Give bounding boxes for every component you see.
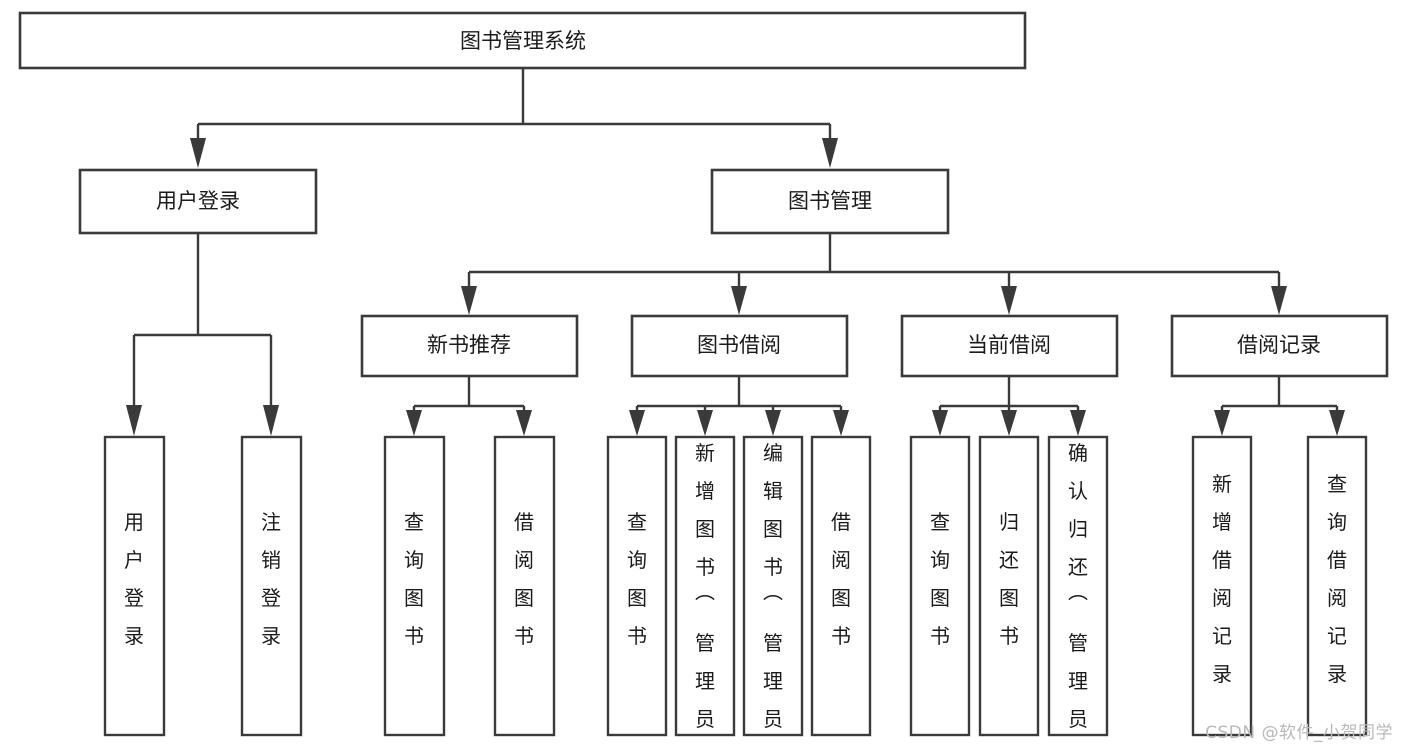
arrowhead-leaf-bookborrow-4 [833,410,849,436]
leaf-query-borrow-record-box[interactable] [1306,435,1368,737]
leaf-query-book-1-label: 查询图书 [404,510,424,648]
leaf-edit-book-box[interactable] [742,435,804,737]
connector-group-bookmgmt [461,233,1287,315]
leaf-query-book-2-box[interactable] [606,435,668,737]
leaf-query-book-3-box[interactable] [909,435,971,737]
leaf-borrow-book-2-box[interactable] [810,435,872,737]
arrowhead-leaf-bookborrow-3 [765,410,781,436]
leaf-add-borrow-record-box[interactable] [1191,435,1253,737]
arrowhead-leaf-newbook-2 [516,410,532,436]
leaf-add-borrow-record-label: 新增借阅记录 [1212,472,1232,686]
node-user-login-box[interactable] [78,168,318,235]
leaf-borrow-book-1-label: 借阅图书 [514,510,534,648]
leaf-query-book-3-label: 查询图书 [930,510,950,648]
connector-group-borrowrecord [1214,376,1345,436]
arrowhead-leaf-newbook-1 [406,410,422,436]
connector-group-bookborrow [629,376,849,436]
node-user-login[interactable]: 用户登录 [78,168,318,235]
leaf-borrow-book-2-label: 借阅图书 [831,510,851,648]
leaf-add-book-label: 新增图书⌒管理员⌄ [695,441,715,747]
node-book-management[interactable]: 图书管理 [710,168,950,235]
leaf-node[interactable]: 注销登录 [240,435,303,737]
leaf-node[interactable]: 查询借阅记录 [1306,435,1368,737]
leaf-borrow-book-1-box[interactable] [493,435,556,737]
node-book-borrow[interactable]: 图书借阅 [630,314,849,378]
leaf-add-book-box[interactable] [674,435,736,737]
node-new-book-recommend-box[interactable] [360,314,579,378]
node-current-borrow[interactable]: 当前借阅 [900,314,1119,378]
leaf-node[interactable]: 确认归还⌒管理员⌄ [1047,435,1109,747]
node-current-borrow-box[interactable] [900,314,1119,378]
leaf-return-book-label: 归还图书 [999,510,1019,648]
leaf-node[interactable]: 用户登录 [103,435,166,737]
leaf-node[interactable]: 编辑图书⌒管理员⌄ [742,435,804,747]
arrowhead-leaf-currentborrow-2 [1001,410,1017,436]
connector-group-root [190,68,838,168]
node-borrow-record-box[interactable] [1170,314,1389,378]
node-root-label: 图书管理系统 [460,29,586,53]
node-book-management-box[interactable] [710,168,950,235]
arrowhead-leaf-currentborrow-3 [1070,410,1086,436]
leaf-query-book-1-box[interactable] [383,435,446,737]
leaf-return-book-box[interactable] [978,435,1040,737]
leaf-edit-book-label: 编辑图书⌒管理员⌄ [763,441,783,747]
arrowhead-leaf-user-login-1 [126,405,142,436]
node-borrow-record-label: 借阅记录 [1237,333,1321,357]
leaf-node[interactable]: 借阅图书 [810,435,872,737]
node-book-management-label: 图书管理 [788,189,872,213]
arrowhead-bookborrow [731,286,747,315]
arrowhead-leaf-borrowrecord-2 [1329,410,1345,436]
node-book-borrow-box[interactable] [630,314,849,378]
leaf-node[interactable]: 归还图书 [978,435,1040,737]
connector-group-newbook [406,376,532,436]
leaf-node[interactable]: 借阅图书 [493,435,556,737]
node-user-login-label: 用户登录 [156,189,240,213]
leaf-node[interactable]: 查询图书 [909,435,971,737]
node-root[interactable]: 图书管理系统 [18,11,1027,70]
node-new-book-recommend-label: 新书推荐 [427,333,511,357]
arrowhead-currentborrow [1001,286,1017,315]
node-current-borrow-label: 当前借阅 [967,333,1051,357]
arrowhead-bookmgmt [822,138,838,168]
arrowhead-leaf-bookborrow-2 [697,410,713,436]
leaf-node[interactable]: 查询图书 [606,435,668,737]
leaf-query-book-2-label: 查询图书 [627,510,647,648]
leaf-confirm-return-label: 确认归还⌒管理员⌄ [1068,441,1088,747]
leaf-user-login-box[interactable] [103,435,166,737]
connector-group-userlogin [126,233,279,436]
arrowhead-leaf-borrowrecord-1 [1214,410,1230,436]
arrowhead-leaf-bookborrow-1 [629,410,645,436]
node-root-box[interactable] [18,11,1027,70]
connector-group-currentborrow [932,376,1086,436]
arrowhead-userlogin [190,138,206,168]
arrowhead-leaf-user-login-2 [263,405,279,436]
leaf-node[interactable]: 查询图书 [383,435,446,737]
arrowhead-newbook [461,286,477,315]
leaf-logout-label: 注销登录 [261,510,281,648]
node-borrow-record[interactable]: 借阅记录 [1170,314,1389,378]
node-new-book-recommend[interactable]: 新书推荐 [360,314,579,378]
leaf-node[interactable]: 新增借阅记录 [1191,435,1253,737]
arrowhead-leaf-currentborrow-1 [932,410,948,436]
leaf-confirm-return-box[interactable] [1047,435,1109,737]
leaf-logout-box[interactable] [240,435,303,737]
arrowhead-borrowrecord [1271,286,1287,315]
leaf-node[interactable]: 新增图书⌒管理员⌄ [674,435,736,747]
leaf-user-login-label: 用户登录 [124,510,144,648]
leaf-query-borrow-record-label: 查询借阅记录 [1327,472,1347,686]
node-book-borrow-label: 图书借阅 [697,333,781,357]
